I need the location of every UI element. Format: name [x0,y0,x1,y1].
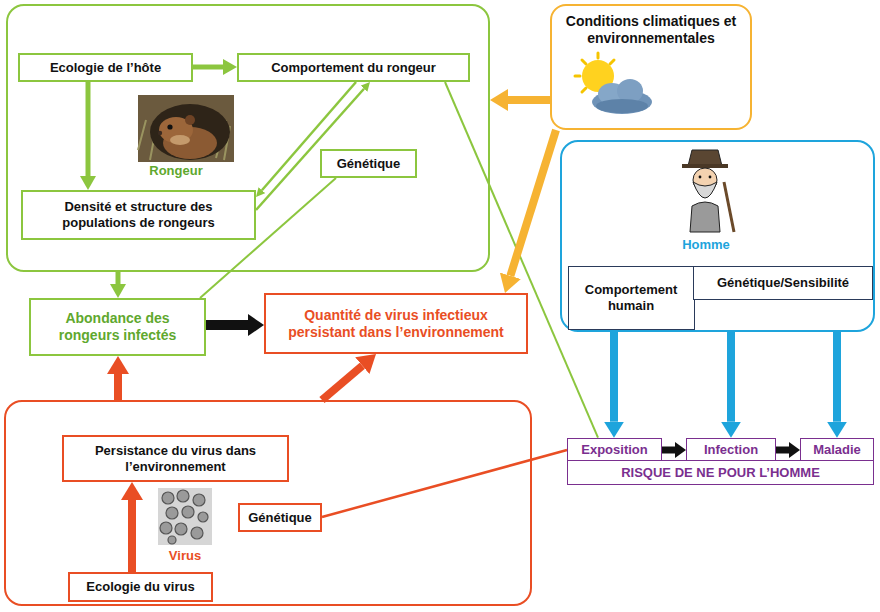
box-label: Comportement humain [573,282,690,313]
connector-arrow [86,82,91,176]
box-label: Exposition [581,442,647,458]
virus-photo-part-part [168,536,176,544]
person-icon-part [693,182,717,198]
group-label: Conditions climatiques et environnementa… [555,13,747,47]
virus-photo-part-part [160,522,172,534]
box-label: Génétique [248,510,312,526]
connector-arrow [206,320,248,330]
person-icon-part [709,176,712,179]
person-icon-part [690,202,720,232]
box-label: Génétique [337,156,401,172]
process-box: Ecologie du virus [68,572,213,602]
connector-arrow [833,332,841,422]
sun-cloud-icon-part [596,99,648,113]
box-label: Abondance des rongeurs infectés [35,310,200,344]
process-box: Génétique [320,149,417,178]
rodent-photo-part [170,135,190,145]
group-panel: Conditions climatiques et environnementa… [550,4,752,130]
process-box: Densité et structure des populations de … [21,190,256,240]
process-box: Génétique [238,503,322,532]
connector-arrow [610,332,618,422]
virus-photo-part-part [177,490,189,502]
connector-arrow [508,96,550,104]
sun-cloud-icon-part-part [597,53,600,58]
box-label: Maladie [813,442,861,458]
virus-photo-part-part [182,506,194,518]
group-panel: Rongeur Ecologie de l’hôte Comportement du… [6,4,490,272]
sun-cloud-icon-part-part [575,75,580,78]
rodent-photo-part [138,95,234,162]
rodent-photo-part [150,104,230,160]
person-icon-part [688,150,722,166]
connector-arrow [445,82,598,438]
process-box: Persistance du virus dans l’environnemen… [62,435,289,482]
process-box: Exposition [567,438,662,463]
process-box: Ecologie de l’hôte [18,53,193,82]
box-label: Génétique/Sensibilité [717,275,849,291]
process-box: RISQUE DE NE POUR L’HOMME [567,460,874,485]
process-box: Infection [686,438,776,463]
sun-cloud-icon-part-part [582,88,586,92]
rodent-photo [138,95,234,162]
virus-photo-part-part [162,492,174,504]
group-panel: HommeComportement humain Génétique/Sensib… [560,140,875,332]
rodent-photo-part [167,124,172,129]
person-icon-part [724,182,734,232]
connector-arrow [193,65,223,70]
virus-photo-part-part [191,527,203,539]
group-label: Homme [656,237,756,253]
box-label: Infection [704,442,758,458]
connector-arrow [510,130,556,276]
virus-photo-part-part [166,507,178,519]
connector-arrow [776,447,789,454]
group-label: Rongeur [121,163,231,179]
rodent-photo-part [185,115,195,125]
person-icon-part [682,164,728,168]
virus-photo-part-part [198,512,208,522]
process-box: Comportement humain [568,266,695,330]
process-box: Génétique/Sensibilité [693,266,873,300]
connector-arrow [116,272,121,284]
process-box: Quantité de virus infectieux persistant … [264,293,528,354]
box-label: Persistance du virus dans l’environnemen… [68,443,283,474]
process-box: Maladie [800,438,874,463]
group-panel: Virus Persistance du virus dans l’environ… [4,400,532,606]
box-label: Densité et structure des populations de … [27,199,250,230]
process-box: Comportement du rongeur [237,53,470,82]
box-label: Ecologie de l’hôte [50,60,161,76]
group-label: Virus [140,548,230,564]
connector-arrow [727,332,735,422]
connector-arrow [662,447,675,454]
virus-photo-part-part [193,494,205,506]
sun-cloud-icon [575,53,652,114]
connector-arrow [114,374,122,400]
virus-photo [158,488,212,545]
person-icon [682,150,734,232]
rodent-photo-part [158,131,162,135]
connector-arrow [322,366,362,400]
virus-photo-part [158,488,212,545]
box-label: RISQUE DE NE POUR L’HOMME [621,465,820,481]
virus-photo-part [160,490,208,544]
person-icon-part [699,176,702,179]
virus-photo-part-part [175,523,187,535]
box-label: Comportement du rongeur [271,60,436,76]
connector-arrow [128,500,136,572]
box-label: Ecologie du virus [86,579,194,595]
process-box: Abondance des rongeurs infectés [29,298,206,356]
sun-cloud-icon-part-part [582,60,586,64]
box-label: Quantité de virus infectieux persistant … [270,307,522,341]
sun-cloud-icon-part-part [610,60,614,64]
